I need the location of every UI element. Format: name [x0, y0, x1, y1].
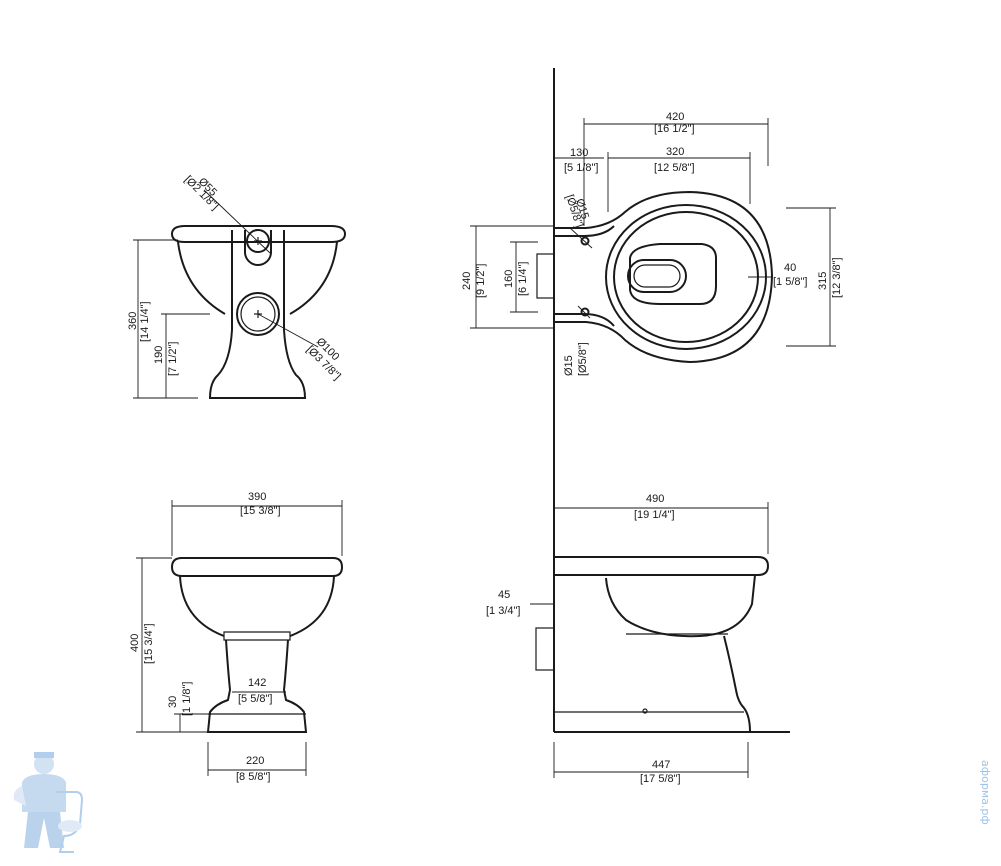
- label-h315: 315: [817, 272, 829, 290]
- watermark-text: аформа.рф: [979, 760, 992, 825]
- front-view-top: [133, 189, 347, 399]
- label-h360: 360: [127, 312, 139, 330]
- label-h315-in: [12 3/8"]: [831, 257, 843, 298]
- label-w142-in: [5 5/8"]: [238, 693, 272, 705]
- label-h45: 45: [498, 589, 510, 601]
- label-h240-in: [9 1/2"]: [475, 264, 487, 298]
- label-w390-in: [15 3/8"]: [240, 505, 281, 517]
- front-elevation: [136, 500, 344, 776]
- label-w40-in: [1 5/8"]: [773, 276, 807, 288]
- label-w490-in: [19 1/4"]: [634, 509, 675, 521]
- label-w130-in: [5 1/8"]: [564, 162, 598, 174]
- label-w40: 40: [784, 262, 796, 274]
- plan-view: [470, 118, 836, 364]
- label-w447-in: [17 5/8"]: [640, 773, 681, 785]
- label-w447: 447: [652, 759, 670, 771]
- label-h240: 240: [461, 272, 473, 290]
- label-h160-in: [6 1/4"]: [517, 262, 529, 296]
- label-w420-in: [16 1/2"]: [654, 123, 695, 135]
- label-d15b-in: [Ø5/8"]: [577, 342, 589, 376]
- label-h400: 400: [129, 634, 141, 652]
- label-w142: 142: [248, 677, 266, 689]
- label-w220-in: [8 5/8"]: [236, 771, 270, 783]
- label-h30-in: [1 1/8"]: [181, 682, 193, 716]
- label-h160: 160: [503, 270, 515, 288]
- label-h400-in: [15 3/4"]: [143, 623, 155, 664]
- label-h190: 190: [153, 346, 165, 364]
- label-d15b: Ø15: [563, 355, 575, 376]
- label-w320: 320: [666, 146, 684, 158]
- label-w390: 390: [248, 491, 266, 503]
- label-h30: 30: [167, 696, 179, 708]
- label-w320-in: [12 5/8"]: [654, 162, 695, 174]
- label-w490: 490: [646, 493, 664, 505]
- label-h360-in: [14 1/4"]: [139, 301, 151, 342]
- label-w420: 420: [666, 111, 684, 123]
- label-h190-in: [7 1/2"]: [167, 342, 179, 376]
- label-h45-in: [1 3/4"]: [486, 605, 520, 617]
- label-w130: 130: [570, 147, 588, 159]
- side-elevation: [530, 502, 790, 778]
- plumber-with-toilet-icon: [13, 752, 84, 853]
- label-w220: 220: [246, 755, 264, 767]
